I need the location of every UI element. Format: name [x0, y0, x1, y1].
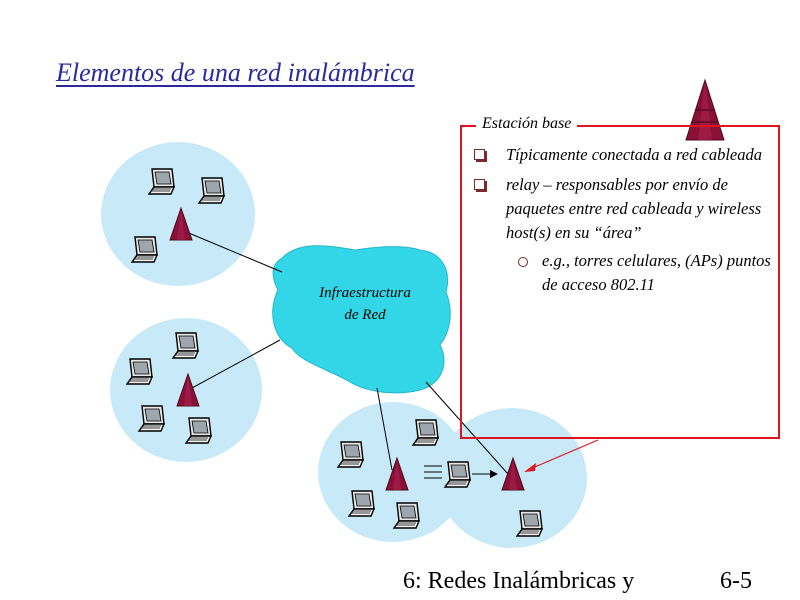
- bullet-text: Típicamente conectada a red cableada: [506, 145, 762, 164]
- laptop-icon: [148, 168, 175, 195]
- base-station-callout: Estación base Típicamente conectada a re…: [460, 115, 780, 439]
- list-item: e.g., torres celulares, (APs) puntos de …: [506, 249, 777, 297]
- slide-title: Elementos de una red inalámbrica: [56, 58, 415, 87]
- laptop-icon: [337, 441, 364, 468]
- footer-page-number: 6-5: [720, 568, 752, 594]
- callout-pointer: [529, 439, 599, 470]
- laptop-icon: [131, 236, 158, 263]
- wired-link: [183, 230, 283, 273]
- laptop-icon: [516, 510, 543, 537]
- movement-arrow-head: [490, 470, 498, 478]
- wired-link: [425, 381, 509, 475]
- callout-bullet-list: Típicamente conectada a red cableada rel…: [472, 143, 777, 303]
- cloud-label-line-1: Infraestructura: [319, 285, 411, 301]
- laptop-icon: [348, 490, 375, 517]
- bullet-text: relay – responsables por envío de paquet…: [506, 175, 762, 242]
- laptop-icon: [172, 332, 199, 359]
- laptop-icon: [393, 502, 420, 529]
- cloud-label: Infraestructura de Red: [315, 282, 415, 326]
- box-bullet-icon: [474, 149, 485, 160]
- sub-bullet-text: e.g., torres celulares, (APs) puntos de …: [542, 251, 771, 294]
- wired-link: [376, 387, 393, 471]
- box-bullet-icon: [474, 179, 485, 190]
- laptop-icon: [126, 358, 153, 385]
- sub-bullet-list: e.g., torres celulares, (APs) puntos de …: [506, 249, 777, 297]
- list-item: relay – responsables por envío de paquet…: [472, 173, 777, 297]
- laptop-icon: [412, 419, 439, 446]
- laptop-icon: [138, 405, 165, 432]
- cloud-label-line-2: de Red: [344, 307, 386, 323]
- laptop-icon: [198, 177, 225, 204]
- list-item: Típicamente conectada a red cableada: [472, 143, 777, 167]
- laptop-icon: [185, 417, 212, 444]
- callout-title: Estación base: [476, 115, 578, 133]
- footer-chapter: 6: Redes Inalámbricas y: [403, 568, 635, 594]
- laptop-icon: [444, 461, 471, 488]
- network-cloud-icon: [272, 245, 451, 394]
- wireless-cell: [101, 142, 255, 286]
- wired-link: [191, 339, 281, 389]
- callout-pointer-head: [524, 463, 536, 472]
- circle-bullet-icon: [518, 257, 528, 267]
